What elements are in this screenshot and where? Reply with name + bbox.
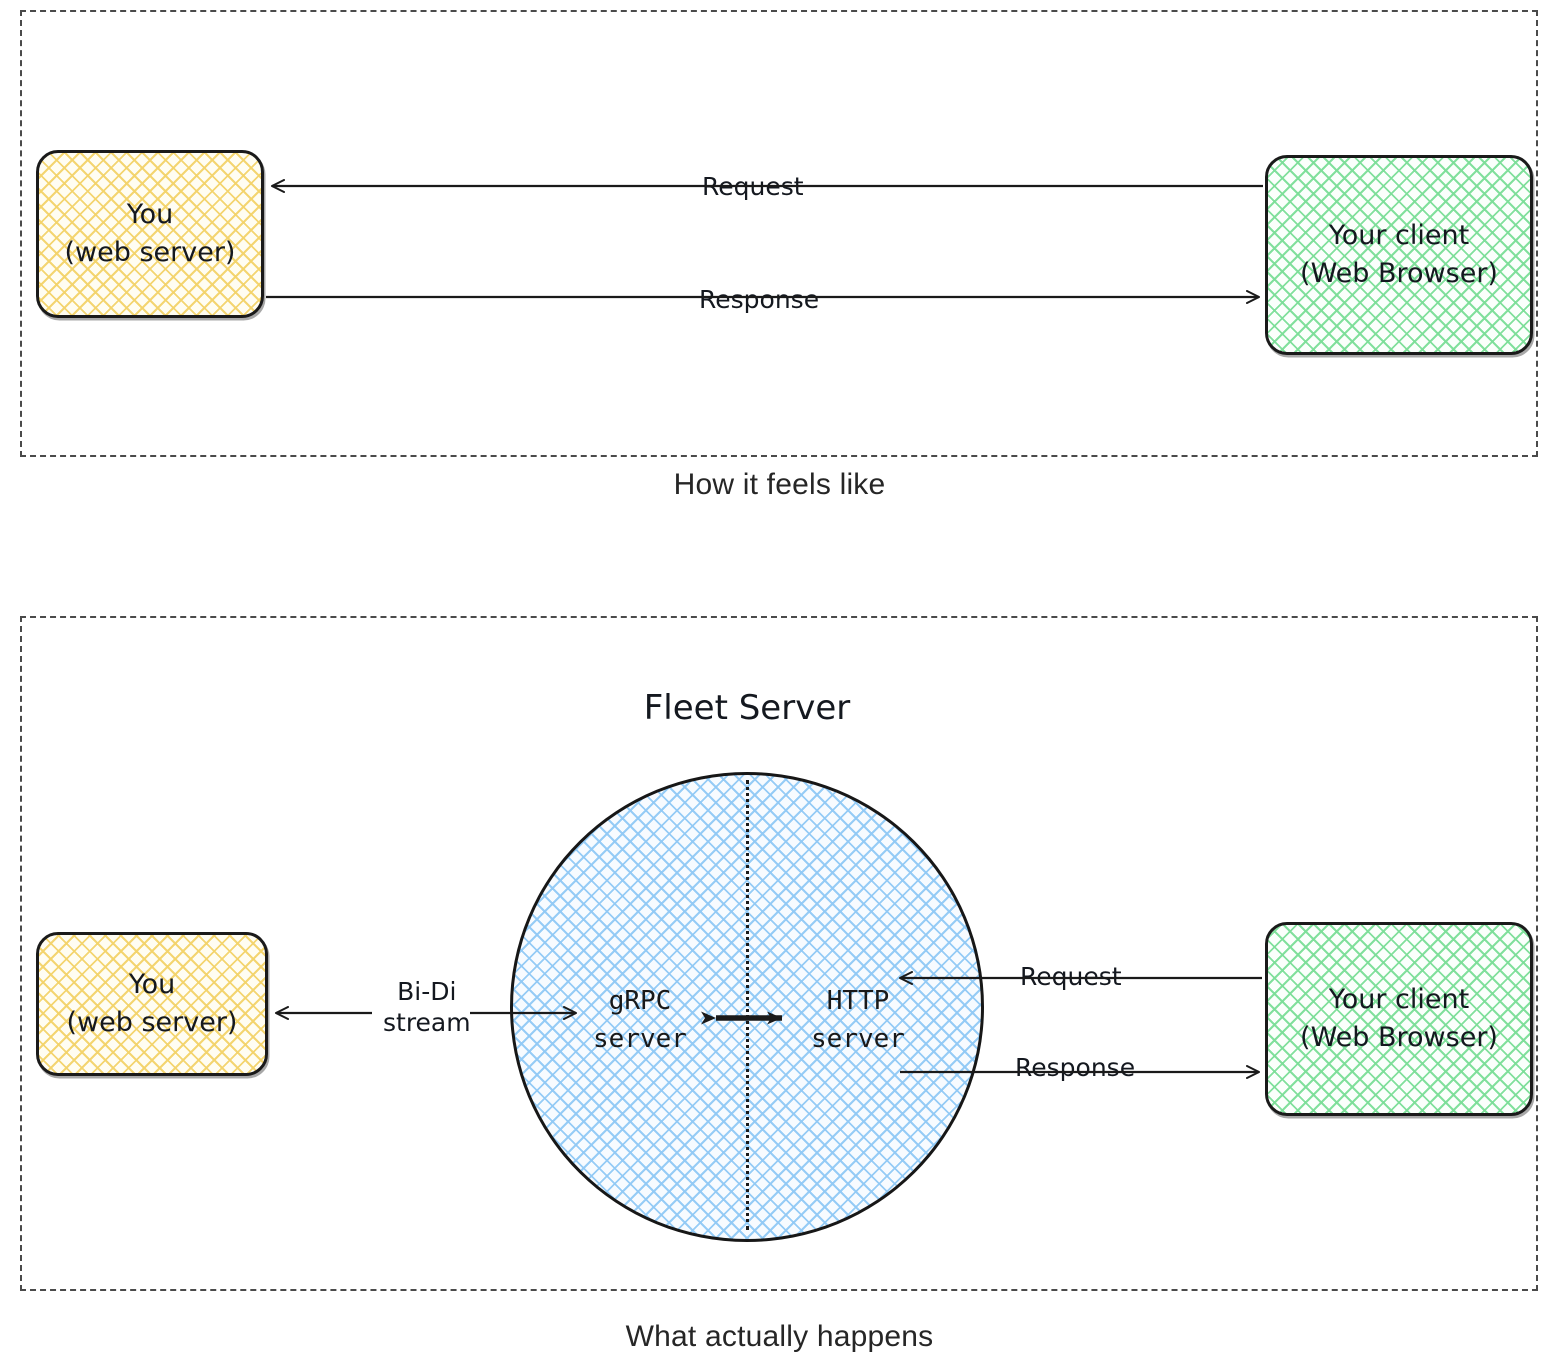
- fleet-server-title: Fleet Server: [643, 688, 851, 728]
- connector-label-request-bottom: Request: [1015, 962, 1127, 993]
- node-your-client-bottom[interactable]: Your client (Web Browser): [1265, 922, 1533, 1116]
- http-line1: HTTP: [826, 986, 890, 1016]
- node-your-client-top[interactable]: Your client (Web Browser): [1265, 155, 1533, 355]
- fleet-server-divider: [746, 780, 749, 1230]
- connector-label-response-top: Response: [694, 285, 825, 316]
- connector-label-response-bottom: Response: [1010, 1053, 1141, 1084]
- bidi-line2: stream: [383, 1007, 471, 1037]
- node-you-web-server-bottom[interactable]: You (web server): [36, 932, 268, 1076]
- grpc-line2: server: [593, 1023, 687, 1054]
- caption-how-it-feels: How it feels like: [673, 468, 886, 501]
- node-you-line1: You: [126, 198, 174, 230]
- grpc-line1: gRPC: [608, 986, 672, 1016]
- node-you-line2: (web server): [64, 237, 236, 268]
- http-line2: server: [811, 1023, 905, 1054]
- node-you-bottom-line2: (web server): [66, 1007, 238, 1038]
- caption-what-actually-happens: What actually happens: [625, 1320, 934, 1353]
- group-what-actually-happens: [20, 616, 1538, 1291]
- connector-label-request-top: Request: [697, 172, 809, 203]
- group-how-it-feels: [20, 10, 1538, 457]
- node-client-bottom-line1: Your client: [1328, 983, 1470, 1015]
- node-client-line1: Your client: [1328, 219, 1470, 251]
- node-client-bottom-line2: (Web Browser): [1300, 1022, 1498, 1053]
- node-you-web-server-top[interactable]: You (web server): [36, 150, 264, 318]
- label-http-server: HTTP server: [778, 983, 938, 1058]
- node-client-line2: (Web Browser): [1300, 258, 1498, 289]
- label-grpc-server: gRPC server: [560, 983, 720, 1058]
- node-you-bottom-line1: You: [128, 968, 176, 1000]
- bidi-line1: Bi-Di: [397, 977, 457, 1006]
